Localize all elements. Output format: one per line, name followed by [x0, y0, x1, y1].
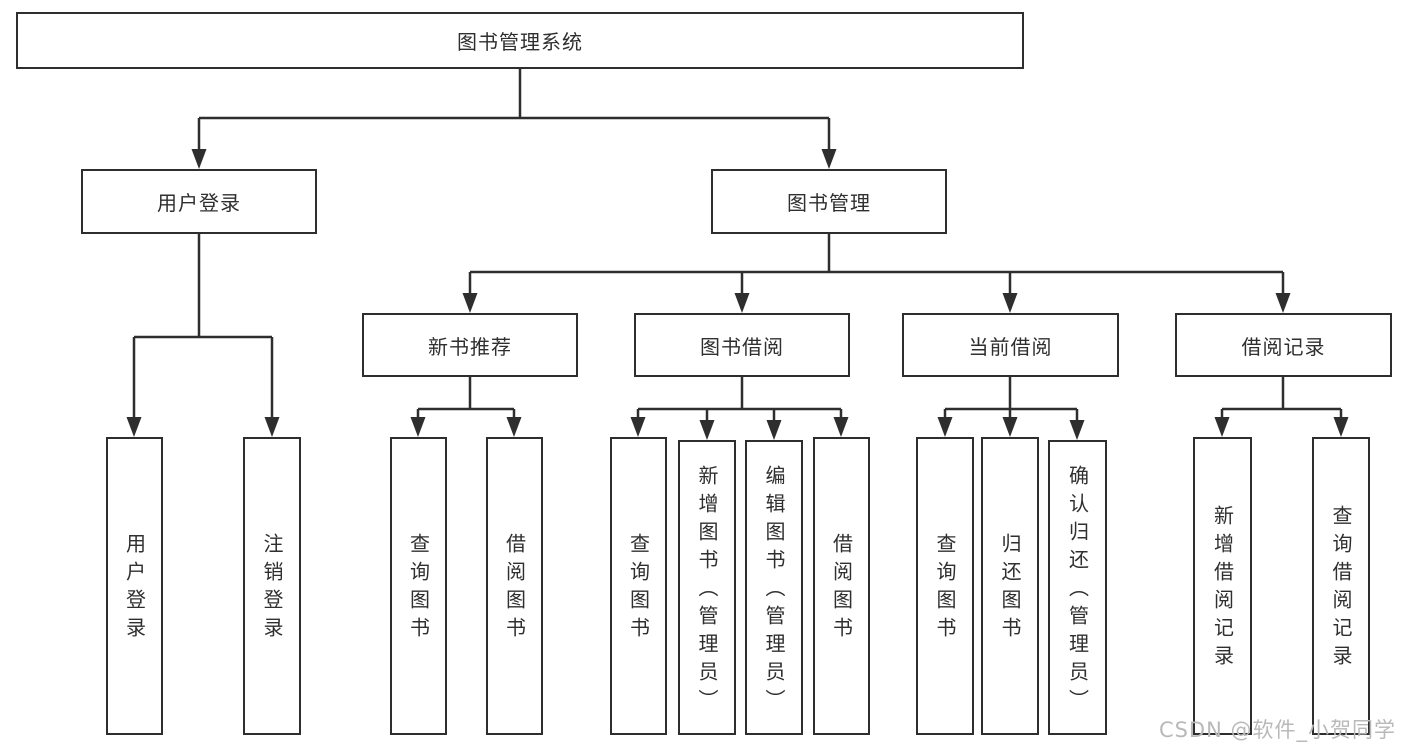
node-edit-books-admin: 编辑图书（管理员） [745, 440, 803, 735]
csdn-watermark: CSDN @软件_小贺同学 [1158, 718, 1396, 742]
node-confirm-return-admin: 确认归还（管理员） [1048, 440, 1107, 735]
node-book-management: 图书管理 [711, 169, 947, 234]
node-return-books: 归还图书 [981, 437, 1039, 735]
node-book-borrowing: 图书借阅 [634, 313, 850, 377]
node-logout: 注销登录 [243, 437, 301, 735]
node-query-books-recommend: 查询图书 [390, 437, 447, 735]
node-borrow-books-borrowing: 借阅图书 [813, 437, 870, 735]
node-user-login: 用户登录 [81, 169, 317, 234]
node-query-books-borrowing: 查询图书 [610, 437, 667, 735]
node-add-borrow-record: 新增借阅记录 [1193, 437, 1252, 735]
node-new-book-recommendation: 新书推荐 [362, 313, 578, 377]
node-query-books-current: 查询图书 [916, 437, 974, 735]
node-current-borrowing: 当前借阅 [902, 313, 1119, 377]
node-add-books-admin: 新增图书（管理员） [678, 440, 736, 735]
tree-connector-path [132, 69, 1343, 433]
node-borrow-books-recommend: 借阅图书 [486, 437, 543, 735]
node-query-borrow-record: 查询借阅记录 [1312, 437, 1370, 735]
arrow-down-icons [126, 149, 1349, 440]
node-borrowing-records: 借阅记录 [1175, 313, 1392, 377]
node-book-management-system: 图书管理系统 [16, 12, 1024, 69]
node-user-login-leaf: 用户登录 [106, 437, 163, 735]
